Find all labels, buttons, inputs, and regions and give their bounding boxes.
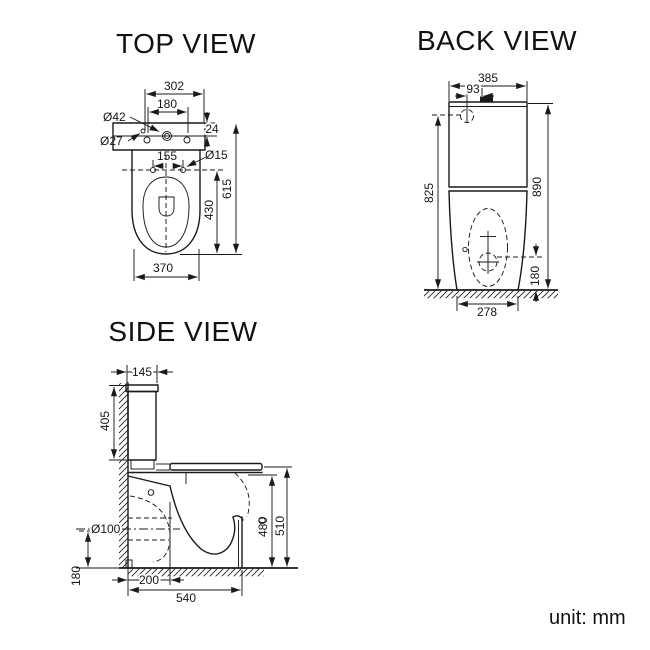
dim-label-seat-hole-spacing: 155 [157,149,177,163]
base-right-edge [517,190,528,291]
back-view-geometry [424,88,558,299]
dim-label-outlet-height-back: 180 [528,266,542,286]
inlet-hole [162,131,172,141]
dim-label-hole-offset: 24 [205,122,219,136]
side-view-dimensions: 145 405 Ø100 180 200 540 480 510 [69,363,292,605]
front-profile-hidden [234,472,250,518]
dim-label-overall-depth: 540 [176,591,196,605]
top-view: TOP VIEW [100,28,256,281]
unit-note: unit: mm [549,607,626,629]
dim-label-rim-height: 480 [256,517,270,537]
base-block [125,559,133,569]
dim-label-tank-width: 385 [478,71,498,85]
bowl-outline-top [131,149,201,255]
back-view: BACK VIEW [417,25,577,319]
trap-outline-hidden [468,208,508,287]
dim-label-button-offset: 93 [466,82,480,96]
top-view-title: TOP VIEW [116,28,256,59]
dim-label-tank-height: 405 [98,411,112,431]
right-hole [183,136,191,144]
seat-hole-left [150,167,156,173]
dim-label-seat-height: 510 [273,516,287,536]
seat-hole-right [180,167,186,173]
dim-label-tank-depth: 145 [132,365,152,379]
dim-label-overall-height: 890 [530,177,544,197]
back-view-dimensions: 385 93 825 890 180 278 [422,71,553,319]
dim-label-base-width: 278 [477,305,497,319]
dim-label-outlet-setback: 200 [139,573,159,587]
dim-label-corner-hole-dia: Ø27 [100,134,123,148]
bowl-inner-profile [169,485,236,555]
dim-label-inlet-height: 825 [422,183,436,203]
dim-label-bowl-length: 430 [202,200,216,220]
floor-hatch [128,568,264,577]
side-view-title: SIDE VIEW [108,316,257,347]
side-view-geometry [76,382,298,585]
wall-hatch [119,383,128,568]
drain-outline [158,196,175,217]
flush-button [480,96,493,102]
base-left-edge [448,190,458,291]
side-fixing-cap [258,516,266,525]
dim-label-seat-hole-dia: Ø15 [205,148,228,162]
dim-label-lid-width: 302 [164,79,184,93]
fixing-hole-back [462,246,468,253]
hinge-hole-side [147,489,155,496]
seat-cover-side [169,462,263,471]
dim-label-outlet-height-side: 180 [69,566,83,586]
bowl-shoulder [127,475,171,487]
left-hole [143,136,151,144]
dim-label-bowl-width: 370 [153,261,173,275]
inlet-hole-hidden [460,109,474,123]
back-view-title: BACK VIEW [417,25,577,56]
dim-label-outlet-dia: Ø100 [91,522,121,536]
dim-label-hole-spacing: 180 [157,97,177,111]
flush-valve-base [130,459,155,470]
dim-label-inlet-hole-dia: Ø42 [103,110,126,124]
side-view: SIDE VIEW [69,316,298,605]
ground-hatch-back [424,290,558,299]
top-view-dimensions: 302 180 24 155 Ø42 Ø27 Ø15 370 615 430 [100,79,242,281]
tank-outline-top [112,122,206,151]
dim-label-overall-length: 615 [220,179,234,199]
